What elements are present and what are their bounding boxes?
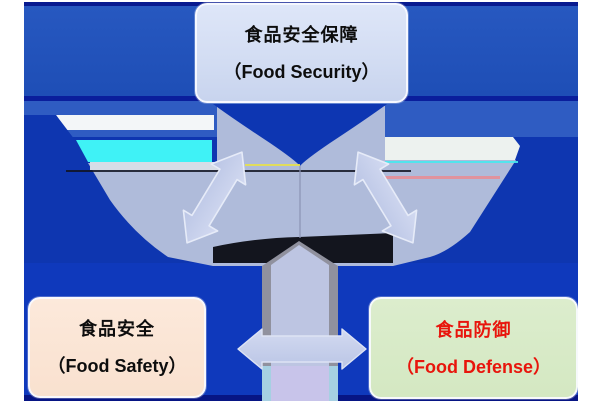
food-defense-label-jp: 食品防御 — [435, 319, 512, 340]
center-down-triangle — [213, 104, 387, 166]
food-security-label-en: （Food Security） — [223, 61, 380, 82]
yellow-line — [245, 164, 300, 166]
food-safety-box: 食品安全 （Food Safety） — [28, 297, 206, 398]
food-security-label-jp: 食品安全保障 — [244, 24, 359, 45]
black-shadow-band — [213, 233, 393, 263]
cyan-highlight-strip — [76, 140, 212, 162]
food-safety-label-jp: 食品安全 — [79, 319, 155, 339]
gray-highlight-band — [90, 162, 240, 170]
vertical-shaft-lower — [262, 366, 338, 401]
security-safety-arrow — [182, 151, 247, 244]
safety-defense-arrow — [237, 328, 367, 370]
food-safety-label-en: （Food Safety） — [47, 356, 187, 376]
security-defense-arrow — [353, 151, 418, 244]
food-defense-box: 食品防御 （Food Defense） — [369, 297, 578, 399]
pink-line — [385, 176, 500, 179]
food-security-box: 食品安全保障 （Food Security） — [195, 3, 408, 103]
white-highlight-strip-right — [385, 137, 520, 160]
white-highlight-strip-left — [56, 115, 214, 130]
cyan-line — [385, 161, 518, 163]
left-dark-wedge — [24, 115, 78, 144]
food-defense-label-en: （Food Defense） — [395, 356, 551, 377]
center-split-line — [299, 166, 301, 238]
